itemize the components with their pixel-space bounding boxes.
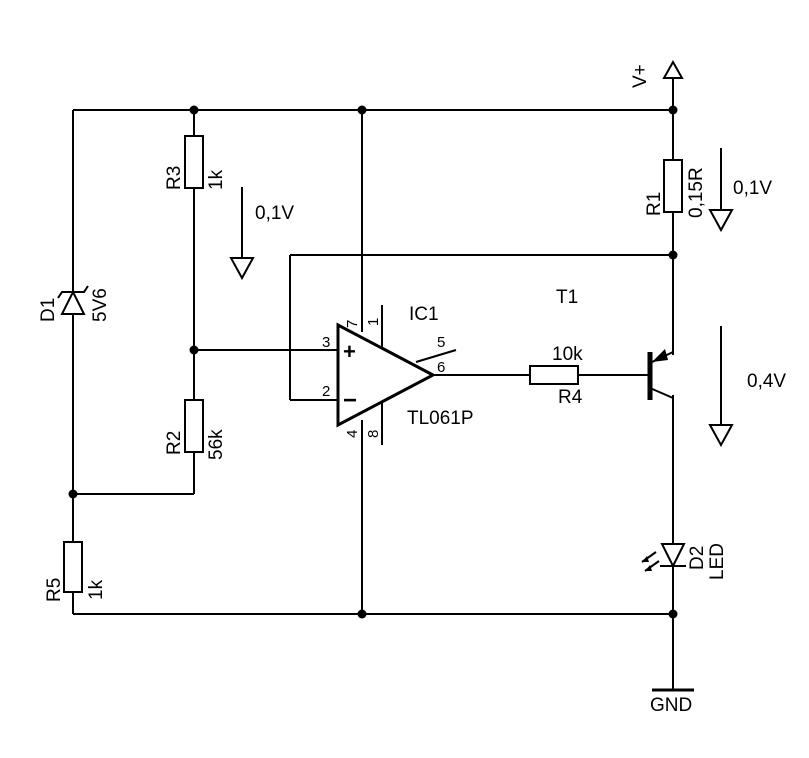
r5-ref: R5: [44, 578, 65, 602]
resistor-r3: R3 1k: [164, 135, 227, 190]
pin-2-label: 2: [322, 383, 330, 400]
pin-5-label: 5: [437, 334, 445, 351]
pin-6-label: 6: [437, 359, 445, 376]
r3-voltage-label: 0,1V: [255, 203, 294, 224]
vplus-label: V+: [630, 64, 651, 88]
r3-value: 1k: [206, 169, 227, 190]
t1-ref: T1: [556, 287, 578, 308]
r3-ref: R3: [164, 166, 185, 190]
r1-value: 0,15R: [686, 167, 707, 218]
resistor-r1: R1 0,15R: [644, 159, 707, 218]
wires: [72, 78, 674, 690]
r2-ref: R2: [164, 431, 185, 455]
resistor-r4: 10k R4: [529, 344, 583, 408]
resistor-r5: R5 1k: [44, 541, 107, 602]
pin-4-label: 4: [344, 430, 361, 438]
pin-1-label: 1: [365, 318, 382, 326]
r5-value: 1k: [86, 579, 107, 600]
d1-value: 5V6: [90, 288, 111, 322]
gnd-label: GND: [650, 695, 692, 716]
led-d2: D2 LED: [641, 543, 728, 580]
junction-dots: [68, 105, 678, 619]
light-emission-icon: [641, 551, 660, 572]
vplus-supply-arrow-icon: V+: [630, 59, 684, 88]
d2-value: LED: [707, 543, 728, 580]
voltage-arrow-r1: 0,1V: [708, 148, 772, 233]
voltage-arrow-r3: 0,1V: [229, 187, 294, 281]
opamp-minus-sign: −: [343, 387, 357, 414]
zener-diode-d1: D1 5V6: [38, 285, 111, 322]
r2-value: 56k: [206, 429, 227, 460]
r4-ref: R4: [558, 387, 583, 408]
transistor-t1: T1: [556, 287, 674, 400]
opamp-plus-sign: +: [343, 339, 356, 364]
opamp-ic1: + − IC1 TL061P 3 2 5 6 7 1 4 8: [322, 304, 474, 445]
pin-8-label: 8: [365, 430, 382, 438]
voltage-arrow-led: 0,4V: [708, 326, 786, 448]
ic1-part: TL061P: [407, 408, 474, 429]
resistor-r2: R2 56k: [164, 399, 227, 460]
ic1-ref: IC1: [409, 304, 439, 325]
ground-symbol: GND: [650, 688, 694, 716]
pin-3-label: 3: [322, 334, 330, 351]
r1-ref: R1: [644, 192, 665, 216]
r1-voltage-label: 0,1V: [733, 178, 772, 199]
r4-value: 10k: [552, 344, 583, 365]
led-voltage-label: 0,4V: [747, 371, 786, 392]
pin-7-label: 7: [344, 320, 361, 328]
d1-ref: D1: [38, 298, 59, 322]
d2-ref: D2: [687, 546, 708, 570]
